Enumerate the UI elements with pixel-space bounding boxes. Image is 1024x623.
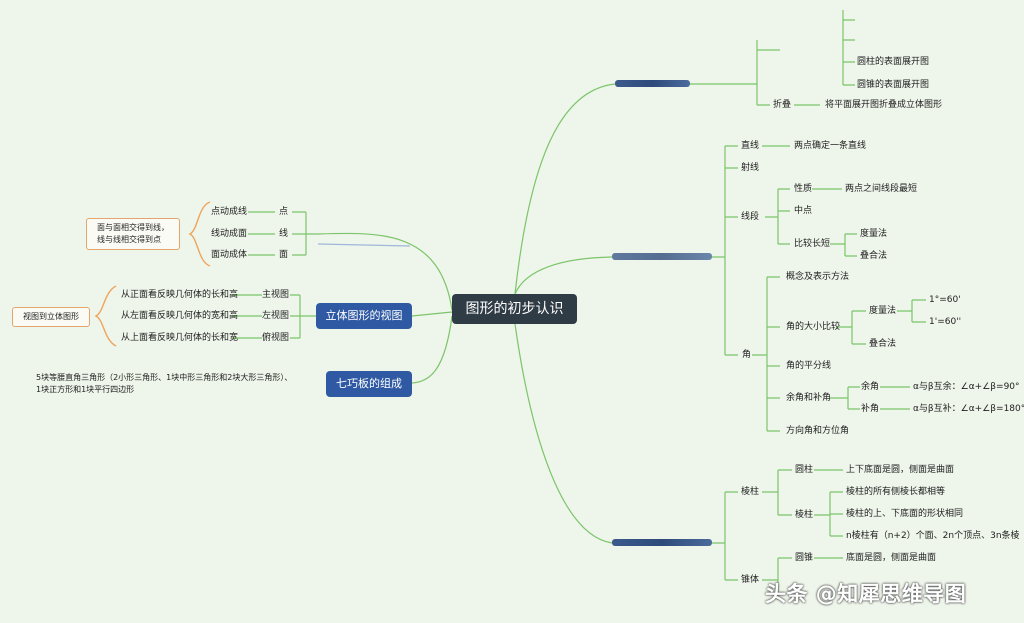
view-desc: 从正面看反映几何体的长和高 (121, 290, 239, 300)
solid-cone-desc: 底面是圆，侧面是曲面 (846, 553, 937, 563)
angle-overlap: 叠合法 (869, 339, 897, 349)
angle-supp: 补角 (861, 404, 880, 414)
fold-desc: 将平面展开图折叠成立体图形 (825, 100, 943, 110)
branch-link (765, 188, 790, 245)
angle-supp-desc: α与β互补：∠α+∠β=180° (913, 404, 1024, 414)
branch-link (411, 315, 453, 384)
topic-bar-lines[interactable] (612, 253, 712, 260)
angle-size-compare: 角的大小比较 (786, 322, 841, 332)
line-ray: 射线 (741, 163, 760, 173)
unfold-item: 圆锥的表面展开图 (857, 80, 930, 90)
branch-link (292, 211, 318, 256)
tangram-desc: 1块正方形和1块平行四边形 (36, 385, 135, 394)
view-name: 主视图 (262, 290, 290, 300)
solid-prism-desc: 棱柱的上、下底面的形状相同 (846, 509, 964, 519)
points-desc: 点动成线 (211, 207, 248, 217)
angle-direction: 方向角和方位角 (786, 426, 850, 436)
branch-link (317, 232, 453, 311)
fold-label: 折叠 (773, 100, 792, 110)
view-desc: 从上面看反映几何体的长和宽 (121, 333, 239, 343)
center-topic[interactable]: 图形的初步认识 (452, 294, 577, 324)
topic-bar-solids[interactable] (612, 539, 712, 546)
segment-midpoint: 中点 (794, 206, 813, 216)
solid-cone-group: 锥体 (741, 575, 760, 585)
view-name: 左视图 (262, 311, 290, 321)
branch-link (830, 233, 857, 257)
branch-link (762, 557, 792, 600)
note-line: 线与线相交得到点 (97, 235, 161, 244)
branch-link (317, 243, 411, 247)
branch-link (411, 311, 453, 317)
points-name: 面 (279, 250, 289, 260)
points-desc: 面动成体 (211, 250, 248, 260)
branch-link (514, 83, 616, 295)
angle-measure: 度量法 (869, 306, 897, 316)
segment-compare: 比较长短 (794, 239, 831, 249)
points-name: 线 (279, 229, 289, 239)
solid-prism-desc: 棱柱的所有侧棱长都相等 (846, 487, 946, 497)
bracket (188, 201, 211, 267)
solid-prism-group: 棱柱 (741, 487, 760, 497)
segment-property: 性质 (794, 184, 813, 194)
segment-property-desc: 两点之间线段最短 (845, 184, 918, 194)
branch-link (762, 469, 792, 516)
unfold-item: 圆柱的表面展开图 (857, 57, 930, 67)
topic-tangram[interactable]: 七巧板的组成 (326, 371, 412, 397)
line-straight: 直线 (741, 141, 760, 151)
topic-views[interactable]: 立体图形的视图 (316, 303, 412, 329)
segment-overlap: 叠合法 (860, 251, 888, 261)
note-line: 面与面相交得到线， (97, 223, 169, 232)
note-points: 面与面相交得到线， 线与线相交得到点 (86, 218, 180, 250)
branch-link (880, 386, 910, 410)
angle-bisector: 角的平分线 (786, 361, 832, 371)
line-straight-desc: 两点确定一条直线 (794, 141, 867, 151)
branch-link (712, 145, 738, 356)
branch-link (836, 310, 866, 345)
solid-cylinder: 圆柱 (795, 465, 814, 475)
solid-cylinder-desc: 上下底面是圆，侧面是曲面 (846, 465, 955, 475)
branch-link (814, 491, 843, 537)
branch-link (842, 10, 855, 86)
angle-deg1: 1°=60' (929, 295, 961, 305)
solid-prism: 棱柱 (795, 510, 814, 520)
solid-prism-desc: n棱柱有（n+2）个面、2n个顶点、3n条棱 (846, 531, 1020, 541)
angle-comp-supp: 余角和补角 (786, 393, 832, 403)
points-desc: 线动成面 (211, 229, 248, 239)
branch-link (690, 40, 780, 106)
line-segment: 线段 (741, 212, 760, 222)
view-name: 俯视图 (262, 333, 290, 343)
branch-link (514, 323, 613, 544)
tangram-desc: 5块等腰直角三角形（2小形三角形、1块中形三角形和2块大形三角形）、 (36, 373, 293, 382)
bracket (94, 285, 117, 347)
points-name: 点 (279, 207, 289, 217)
branch-link (290, 294, 316, 339)
segment-measure: 度量法 (860, 229, 888, 239)
angle-concept: 概念及表示方法 (786, 272, 850, 282)
angle-label: 角 (742, 350, 752, 360)
branch-link (752, 276, 780, 432)
branch-link (712, 491, 738, 581)
angle-comp-desc: α与β互余：∠α+∠β=90° (913, 382, 1020, 392)
branch-link (830, 386, 860, 410)
note-views: 视图到立体图形 (12, 307, 90, 327)
view-desc: 从左面看反映几何体的宽和高 (121, 311, 239, 321)
branch-link (897, 299, 926, 323)
branch-link (248, 211, 275, 256)
branch-link (232, 294, 262, 339)
branch-link (514, 256, 613, 295)
topic-bar-unfold[interactable] (615, 80, 690, 87)
solid-cone: 圆锥 (795, 553, 814, 563)
angle-comp: 余角 (861, 382, 880, 392)
angle-deg2: 1'=60'' (929, 317, 962, 327)
watermark: 头条 @知犀思维导图 (765, 582, 967, 606)
